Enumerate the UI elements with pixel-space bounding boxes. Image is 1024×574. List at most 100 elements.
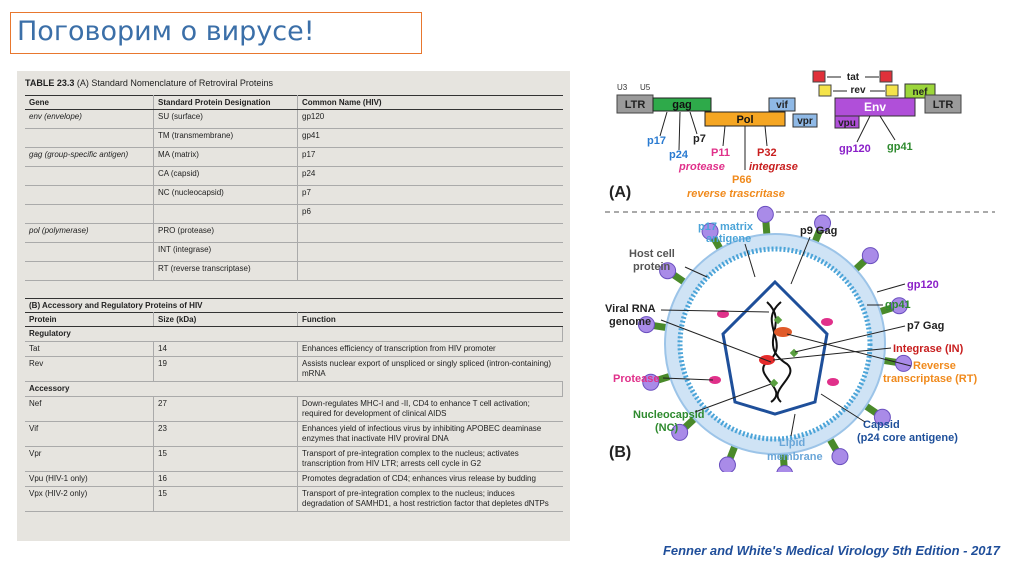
table-cell: 19 [153, 356, 298, 382]
p7-leader [689, 111, 698, 135]
table-number: TABLE 23.3 [25, 78, 75, 88]
table-cell: SU (surface) [153, 109, 298, 129]
ltr-right-box [924, 94, 962, 114]
table-row: pol (polymerase)PRO (protease) [25, 223, 563, 243]
table-row: p6 [25, 204, 563, 224]
u3-label: U3 [617, 83, 628, 92]
nucleocapsid-label-2: (NC) [655, 422, 679, 434]
table-row: RT (reverse transcriptase) [25, 261, 563, 281]
section-label-regulatory: Regulatory [25, 326, 563, 342]
table-panel: TABLE 23.3 (A) Standard Nomenclature of … [17, 71, 570, 541]
table-row: TM (transmembrane)gp41 [25, 128, 563, 148]
capsid-leader-line [820, 393, 866, 423]
gp120-virion-label: gp120 [907, 279, 939, 291]
p66-label: P66 [732, 174, 752, 186]
virion-diagram: p17 matrix antigene p9 Gag Host cell pro… [605, 205, 977, 472]
table-section-row: Regulatory [25, 326, 563, 342]
rev-exon1 [818, 84, 832, 97]
protease-molecule [717, 310, 729, 318]
table-cell: p17 [297, 147, 563, 167]
gp41-label: gp41 [887, 141, 913, 153]
p17-matrix-label-1: p17 matrix [698, 221, 754, 233]
p17-leader [659, 111, 668, 137]
nucleocapsid-molecule [773, 315, 783, 325]
table-cell: Transport of pre-integration complex to … [297, 446, 563, 472]
table-cell: Enhances efficiency of transcription fro… [297, 341, 563, 357]
rt-label: reverse trascritase [687, 188, 785, 200]
p32-leader [764, 125, 768, 147]
table-cell [153, 204, 298, 224]
vpr-box [792, 113, 818, 128]
gp120-head [659, 262, 677, 280]
p11-label: P11 [711, 147, 730, 159]
table-cell: gp120 [297, 109, 563, 129]
table-a-header: Standard Protein Designation [153, 95, 298, 110]
table-a: Gene Standard Protein Designation Common… [25, 95, 563, 281]
nef-label: nef [913, 87, 929, 98]
gp120-head [890, 297, 908, 315]
table-cell: gag (group-specific antigen) [25, 147, 154, 167]
table-row: CA (capsid)p24 [25, 166, 563, 186]
table-cell: 15 [153, 486, 298, 512]
host-cell-label-1: Host cell [629, 248, 675, 260]
table-row: INT (integrase) [25, 242, 563, 262]
integrase-label: integrase [749, 161, 798, 173]
host-cell-label-2: protein [633, 261, 671, 273]
rt-molecule [774, 327, 792, 337]
table-cell: PRO (protease) [153, 223, 298, 243]
table-cell: Nef [25, 396, 154, 422]
gp41-virion-label: gp41 [885, 299, 911, 311]
u5-label: U5 [640, 83, 651, 92]
tat-exon1 [812, 70, 826, 83]
gp120-head [873, 408, 891, 426]
capsid-label-1: Capsid [863, 419, 900, 431]
table-cell: p7 [297, 185, 563, 205]
gp120-head [895, 354, 913, 372]
table-cell: 15 [153, 446, 298, 472]
gag-label: gag [672, 99, 692, 111]
table-cell: 16 [153, 471, 298, 487]
table-cell: 23 [153, 421, 298, 447]
nc-leader-line [694, 383, 772, 413]
table-cell: p24 [297, 166, 563, 186]
tat-exon2 [879, 70, 893, 83]
rt-leader-line [786, 333, 912, 367]
table-cell: gp41 [297, 128, 563, 148]
gp120-head [701, 222, 719, 240]
pol-label: Pol [736, 114, 753, 126]
p9-leader-line [790, 236, 811, 285]
p32-label: P32 [757, 147, 777, 159]
table-cell: Transport of pre-integration complex to … [297, 486, 563, 512]
ltr-left-label: LTR [625, 99, 646, 111]
rna-leader-line [660, 309, 770, 313]
nucleocapsid-label-1: Nucleocapsid [633, 409, 705, 421]
capsid-label-2: (p24 core antigene) [857, 432, 958, 444]
tat-label: tat [847, 72, 860, 83]
table-cell: INT (integrase) [153, 242, 298, 262]
integrase-virion-label: Integrase (IN) [893, 343, 964, 355]
integrase-leader-line [772, 347, 892, 361]
table-cell: Down-regulates MHC-I and -II, CD4 to enh… [297, 396, 563, 422]
table-a-caption: TABLE 23.3 (A) Standard Nomenclature of … [25, 78, 273, 88]
table-b-header: Size (kDa) [153, 312, 298, 327]
gp120-label: gp120 [839, 143, 871, 155]
table-cell [297, 223, 563, 243]
p7-label: p7 [693, 133, 706, 145]
gp120-head [861, 247, 879, 265]
viral-rna-label-1: Viral RNA [605, 303, 656, 315]
nucleocapsid-molecule [789, 348, 799, 358]
env-box [834, 97, 916, 117]
gp120-head [756, 205, 774, 223]
p24-leader [678, 111, 681, 151]
table-cell [25, 242, 154, 262]
gp41-leader [879, 115, 896, 141]
table-cell: CA (capsid) [153, 166, 298, 186]
p7-leader-line [794, 325, 906, 353]
table-row: gag (group-specific antigen)MA (matrix)p… [25, 147, 563, 167]
